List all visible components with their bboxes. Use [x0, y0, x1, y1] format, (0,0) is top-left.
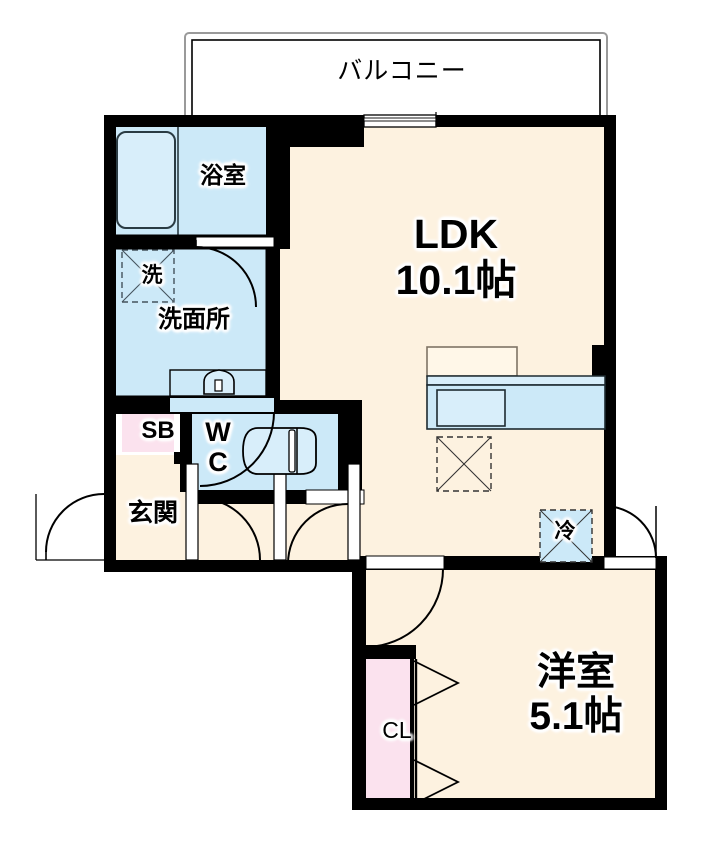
closet-folding-door[interactable]	[413, 659, 461, 807]
toilet-door	[287, 503, 349, 565]
appliance-space	[436, 436, 492, 492]
bedroom-side-door	[603, 505, 657, 559]
entrance-door	[35, 493, 110, 561]
door-openings	[170, 236, 657, 570]
kitchen-sink	[436, 389, 506, 427]
storage-fills	[122, 414, 412, 807]
closet-fill	[362, 659, 412, 807]
kitchen-counter	[426, 346, 606, 430]
washroom-door	[199, 411, 275, 487]
refrigerator-space	[539, 509, 593, 563]
balcony-area	[184, 32, 608, 122]
door-swings	[35, 240, 657, 648]
bathroom-door	[195, 240, 257, 308]
bedroom-entry-door	[365, 568, 444, 648]
washing-machine-space	[121, 249, 175, 303]
shoe-box-fill	[122, 414, 174, 452]
vanity-sink	[169, 369, 267, 397]
outline-touchups	[111, 124, 279, 397]
wet-areas	[112, 125, 338, 490]
toilet-bowl	[242, 427, 317, 475]
balcony-sliding-door[interactable]	[363, 112, 437, 128]
hall-door	[197, 497, 261, 561]
bathtub	[116, 127, 179, 235]
